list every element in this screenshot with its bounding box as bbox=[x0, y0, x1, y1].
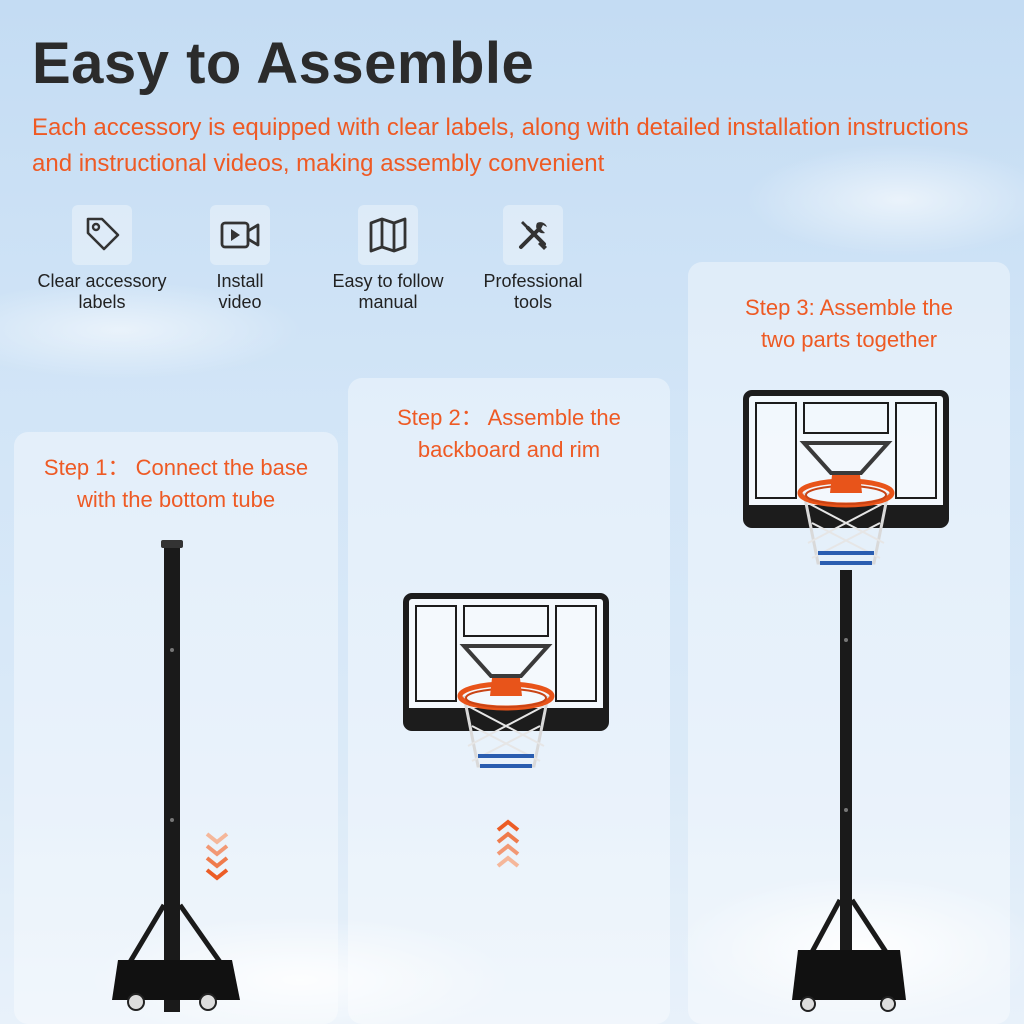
assembled-hoop-illustration bbox=[746, 393, 946, 1012]
step-2-text: Step 2： Assemble the backboard and rim bbox=[397, 405, 621, 462]
map-manual-icon bbox=[358, 205, 418, 265]
feature-manual: Easy to follow manual bbox=[308, 205, 468, 313]
up-arrows-icon bbox=[496, 819, 520, 868]
feature-tools: Professional tools bbox=[453, 205, 613, 313]
video-icon bbox=[210, 205, 270, 265]
down-arrows-icon bbox=[205, 832, 229, 881]
tag-icon bbox=[72, 205, 132, 265]
step-3-text: Step 3: Assemble the two parts together bbox=[745, 295, 953, 352]
feature-install-video: Install video bbox=[160, 205, 320, 313]
feature-label: Easy to follow manual bbox=[332, 271, 444, 312]
feature-label: Clear accessory labels bbox=[37, 271, 167, 312]
feature-clear-labels: Clear accessory labels bbox=[22, 205, 182, 313]
page-title: Easy to Assemble bbox=[32, 31, 535, 96]
backboard-rim-illustration bbox=[406, 596, 606, 766]
step-1-text: Step 1： Connect the base with the bottom… bbox=[43, 455, 309, 512]
feature-label: Install video bbox=[216, 271, 264, 312]
base-pole-illustration bbox=[112, 540, 240, 1012]
page-subtitle: Each accessory is equipped with clear la… bbox=[32, 114, 969, 177]
tools-icon bbox=[503, 205, 563, 265]
feature-label: Professional tools bbox=[483, 271, 583, 312]
